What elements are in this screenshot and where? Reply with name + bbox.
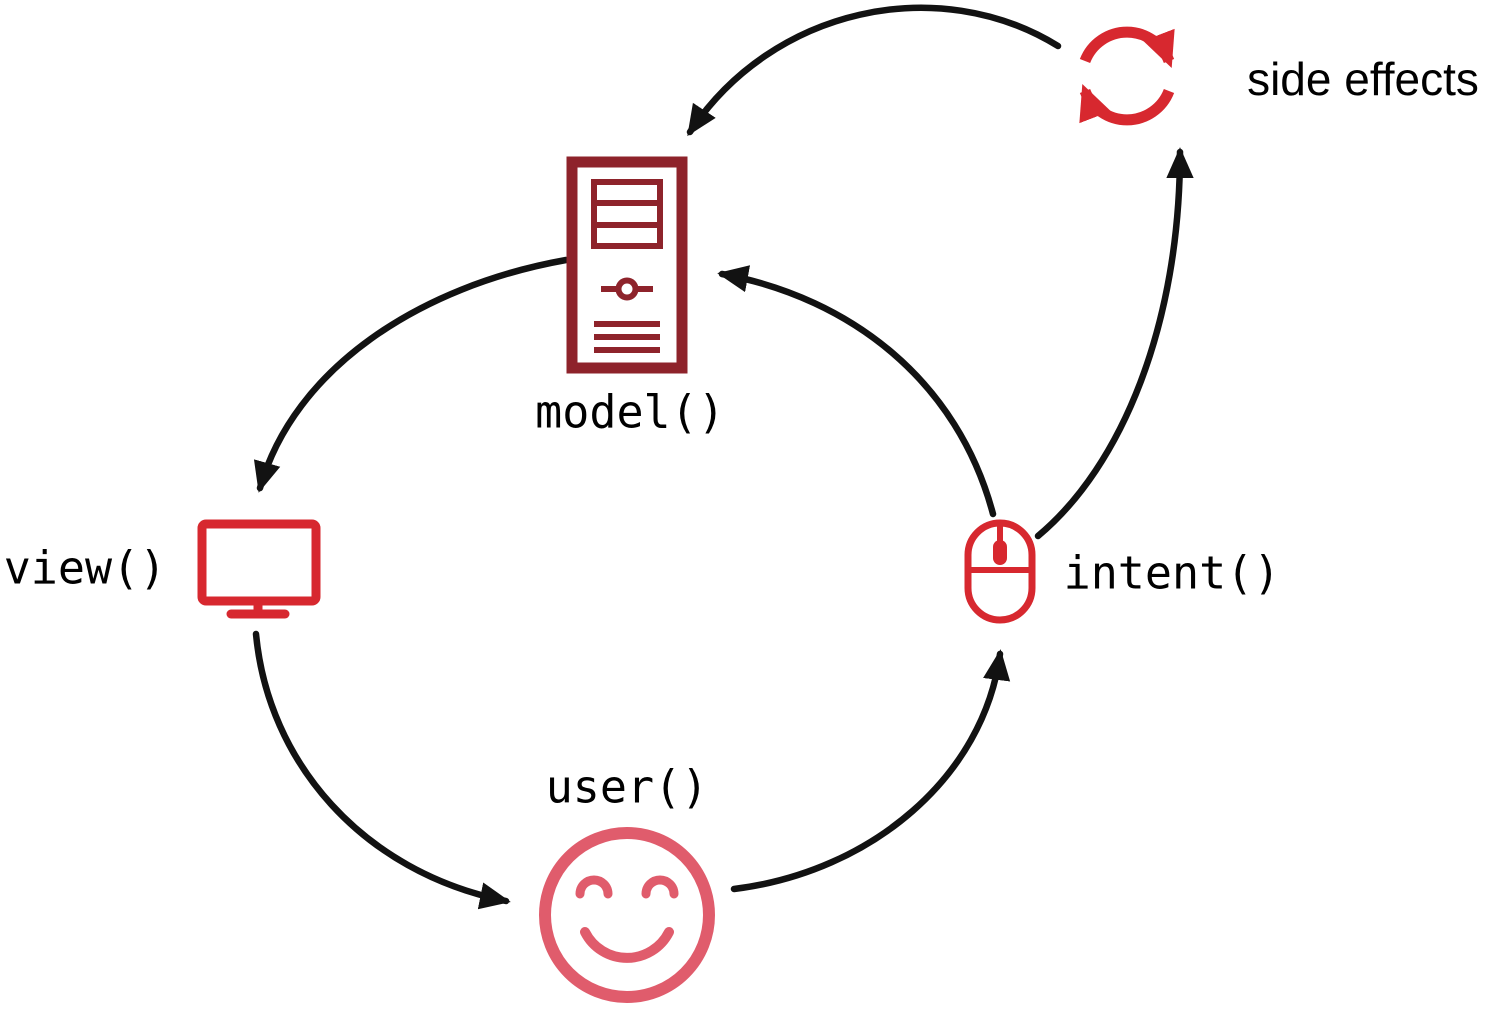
side-effects-label: side effects (1247, 53, 1479, 105)
mouse-icon (964, 519, 1036, 624)
arrow-intent-to-model (717, 265, 997, 518)
arrow-intent-to-side-effects (1034, 147, 1194, 540)
monitor-icon (197, 519, 321, 619)
user-label: user() (545, 760, 709, 814)
server-icon (566, 156, 688, 374)
smiley-face-icon (539, 827, 715, 1003)
view-label: view() (3, 541, 167, 595)
arrow-side-effects-to-model (686, 4, 1062, 137)
sync-arrows-icon (1079, 26, 1175, 126)
arrow-model-to-view (253, 256, 570, 493)
arrow-user-to-intent (730, 649, 1011, 893)
mouse-wheel (993, 540, 1007, 565)
model-label: model() (535, 385, 725, 439)
intent-label: intent() (1063, 546, 1281, 600)
arrow-view-to-user (252, 630, 511, 910)
